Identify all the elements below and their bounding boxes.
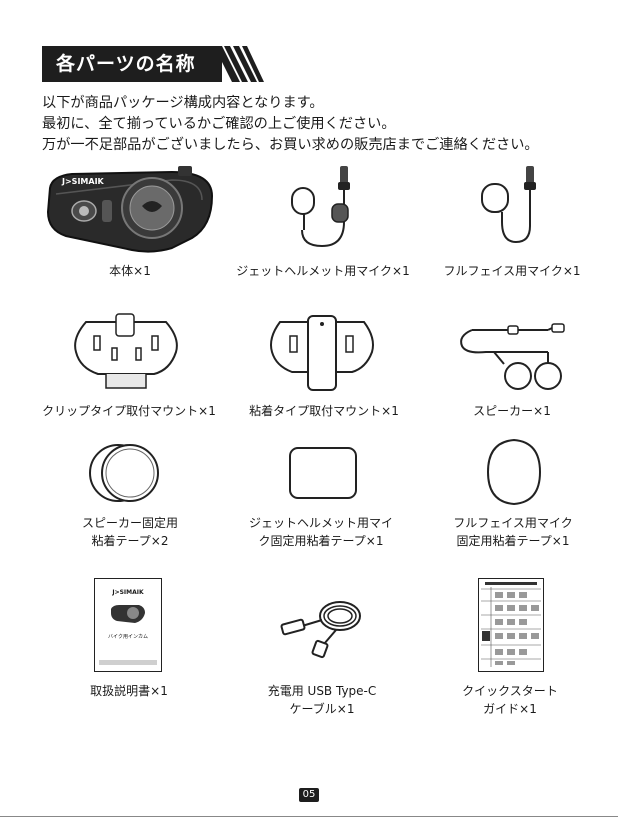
item-caption: スピーカー×1 [430, 402, 594, 420]
item-caption-line: フルフェイス用マイク [453, 516, 573, 530]
item-caption-line: 粘着タイプ取付マウント×1 [249, 404, 399, 418]
item-caption: 取扱説明書×1 [64, 682, 194, 700]
usb-cable-image [280, 601, 361, 659]
item-caption: フルフェイス用マイク 固定用粘着テープ×1 [438, 514, 588, 550]
jet-helmet-mic-image [291, 166, 350, 248]
item-caption-line: ク固定用粘着テープ×1 [258, 534, 384, 548]
item-caption: フルフェイス用マイク×1 [426, 262, 598, 280]
section-title: 各パーツの名称 [42, 46, 222, 82]
item-caption: 粘着タイプ取付マウント×1 [232, 402, 416, 420]
intro-text: 以下が商品パッケージ構成内容となります。 最初に、全て揃っているかご確認の上ご使… [42, 93, 602, 156]
intro-line: 最初に、全て揃っているかご確認の上ご使用ください。 [42, 116, 396, 132]
item-caption-line: ケーブル×1 [289, 702, 355, 716]
manual-title: バイク用インカム [108, 634, 148, 640]
item-caption-line: 固定用粘着テープ×1 [456, 534, 570, 548]
item-caption-line: スピーカー固定用 [81, 516, 178, 530]
manual-footer-bar [99, 660, 157, 665]
item-caption: スピーカー固定用 粘着テープ×2 [60, 514, 200, 550]
full-face-mic-tape-image [486, 438, 542, 506]
item-caption: 本体×1 [40, 262, 220, 280]
manual-device-image [111, 605, 145, 623]
guide-header-bar [485, 582, 537, 585]
speaker-tape-image [89, 444, 159, 502]
device-brand-text: J>SIMAIK [61, 177, 105, 186]
item-caption-line: ジェットヘルメット用マイ [248, 516, 393, 530]
intro-line: 万が一不足部品がございましたら、お買い求めの販売店までご連絡ください。 [42, 137, 539, 153]
item-caption-line: 取扱説明書×1 [90, 684, 168, 698]
main-unit-image [46, 166, 214, 253]
page-number: 05 [299, 788, 319, 802]
footer-divider [0, 816, 618, 817]
manual-brand: J>SIMAIK [112, 589, 144, 596]
item-caption: 充電用 USB Type-C ケーブル×1 [250, 682, 394, 718]
item-caption-line: 本体×1 [109, 264, 151, 278]
item-caption: ジェットヘルメット用マイ ク固定用粘着テープ×1 [238, 514, 404, 550]
jet-mic-tape-image [289, 447, 357, 499]
item-caption-line: 粘着テープ×2 [91, 534, 169, 548]
title-stripes-decoration [214, 46, 264, 82]
item-caption-line: クリップタイプ取付マウント×1 [42, 404, 216, 418]
clip-mount-image [74, 313, 178, 389]
item-caption-line: ジェットヘルメット用マイク×1 [236, 264, 410, 278]
item-caption: クイックスタート ガイド×1 [448, 682, 572, 718]
item-caption-line: スピーカー×1 [473, 404, 551, 418]
item-caption: ジェットヘルメット用マイク×1 [226, 262, 420, 280]
item-caption-line: ガイド×1 [483, 702, 537, 716]
full-face-mic-image [481, 166, 536, 244]
intro-line: 以下が商品パッケージ構成内容となります。 [42, 95, 324, 111]
guide-content-lines [481, 587, 541, 667]
item-caption-line: クイックスタート [462, 684, 558, 698]
item-caption-line: 充電用 USB Type-C [267, 684, 377, 698]
manual-booklet-image: J>SIMAIK バイク用インカム [94, 578, 162, 672]
device-brand-logo: J>SIMAIK [61, 177, 105, 186]
quick-start-guide-image [478, 578, 544, 672]
adhesive-mount-image [270, 315, 374, 391]
item-caption: クリップタイプ取付マウント×1 [36, 402, 222, 420]
item-caption-line: フルフェイス用マイク×1 [443, 264, 581, 278]
speaker-image [460, 323, 565, 390]
